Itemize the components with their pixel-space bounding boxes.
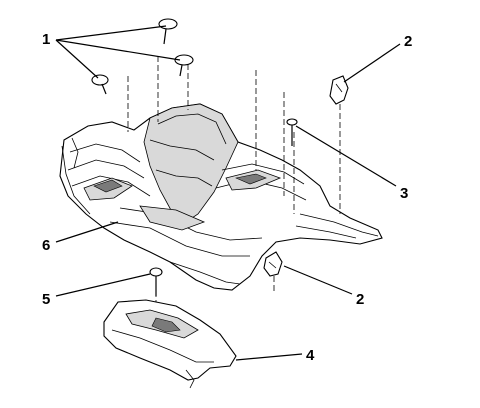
bolt-part-5 [149,267,163,296]
retainer-clip-top [329,75,349,105]
push-pin-fasteners [91,18,194,95]
bolt-part-3 [286,118,298,146]
leader-lines [55,25,401,361]
callout-2-bottom: 2 [356,291,364,308]
callout-6: 6 [42,237,50,254]
lower-panel-part-4 [103,299,237,389]
retainer-clip-bottom [263,251,283,277]
callout-5: 5 [42,291,50,308]
callout-4: 4 [306,347,315,364]
callout-3: 3 [400,185,408,202]
floor-pan-assembly [59,103,383,291]
callout-1: 1 [42,31,50,48]
callout-2-top: 2 [404,33,412,50]
